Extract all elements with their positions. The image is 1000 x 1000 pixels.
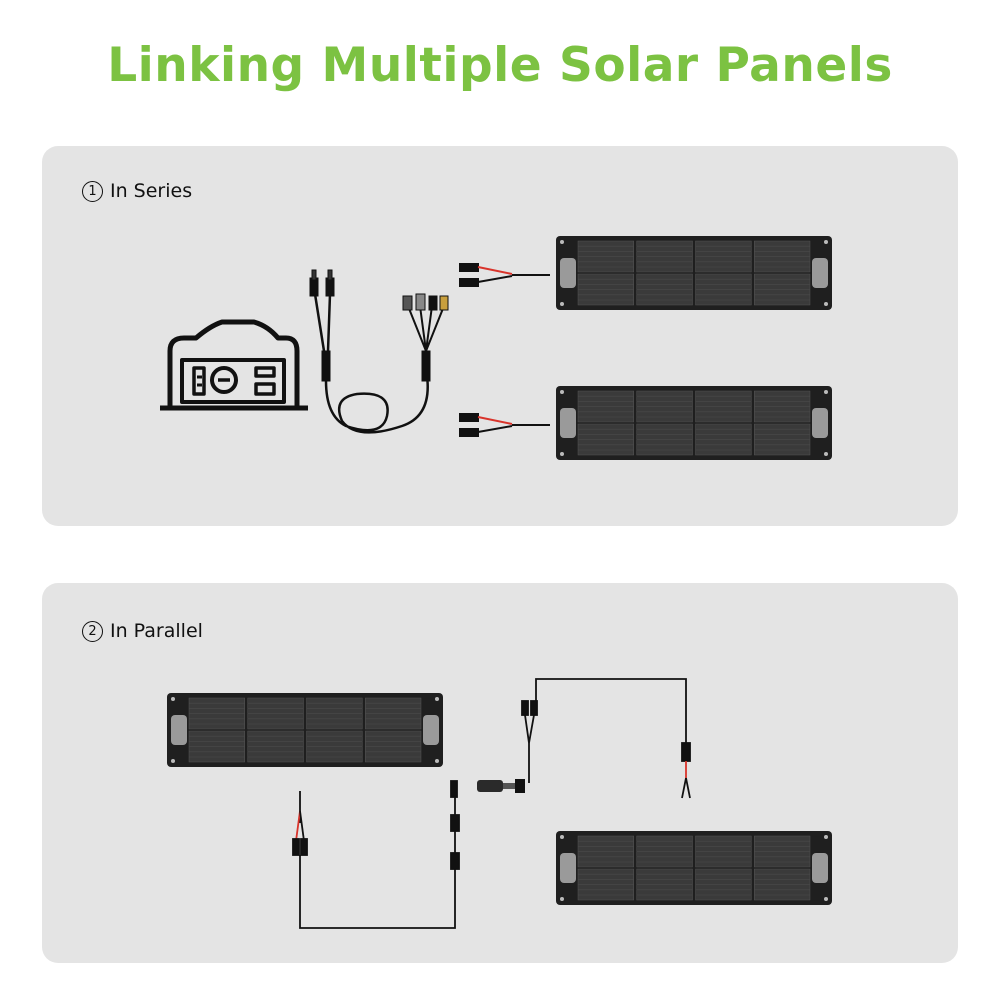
parallel-cable-left <box>292 780 460 929</box>
series-card: 1 In Series <box>42 146 958 526</box>
mc4-connector-icon <box>325 277 335 297</box>
panel-handle <box>560 258 576 288</box>
panel-grommet <box>435 759 439 763</box>
panel-handle <box>423 715 439 745</box>
panel-grommet <box>560 835 564 839</box>
y-branch-cable <box>309 269 449 434</box>
panel-handle <box>812 258 828 288</box>
solar-panel <box>556 386 832 460</box>
section-number-2: 2 <box>82 620 103 642</box>
parallel-heading: 2 In Parallel <box>82 620 203 642</box>
panel-grommet <box>171 759 175 763</box>
panel-handle <box>812 853 828 883</box>
parallel-label: In Parallel <box>110 620 203 642</box>
panel-handle <box>812 408 828 438</box>
panel-handle <box>171 715 187 745</box>
panel-grommet <box>435 697 439 701</box>
panel-grommet <box>824 897 828 901</box>
panel-grommet <box>824 240 828 244</box>
page-title: Linking Multiple Solar Panels <box>107 38 893 93</box>
series-heading: 1 In Series <box>82 180 192 202</box>
panel-grommet <box>560 302 564 306</box>
panel-grommet <box>560 452 564 456</box>
power-station-icon <box>160 319 308 411</box>
panel-handle <box>560 853 576 883</box>
solar-panel <box>556 236 832 310</box>
parallel-cable-right <box>521 678 691 799</box>
panel-grommet <box>560 240 564 244</box>
solar-panel <box>556 831 832 905</box>
panel-grommet <box>824 452 828 456</box>
panel-grommet <box>560 897 564 901</box>
series-label: In Series <box>110 180 193 202</box>
solar-panel <box>167 693 443 767</box>
section-number-1: 1 <box>82 180 103 202</box>
extension-cable-bottom <box>459 413 550 437</box>
parallel-card: 2 In Parallel <box>42 583 958 963</box>
panel-grommet <box>824 390 828 394</box>
panel-handle <box>560 408 576 438</box>
mc4-connector-icon <box>309 277 319 297</box>
panel-grommet <box>171 697 175 701</box>
extension-cable-top <box>459 263 550 287</box>
panel-grommet <box>560 390 564 394</box>
panel-grommet <box>824 835 828 839</box>
series-diagram <box>160 236 832 460</box>
mc4-adapter-icon <box>477 779 525 793</box>
panel-grommet <box>824 302 828 306</box>
parallel-diagram <box>167 678 832 929</box>
connector-icon <box>402 295 413 311</box>
